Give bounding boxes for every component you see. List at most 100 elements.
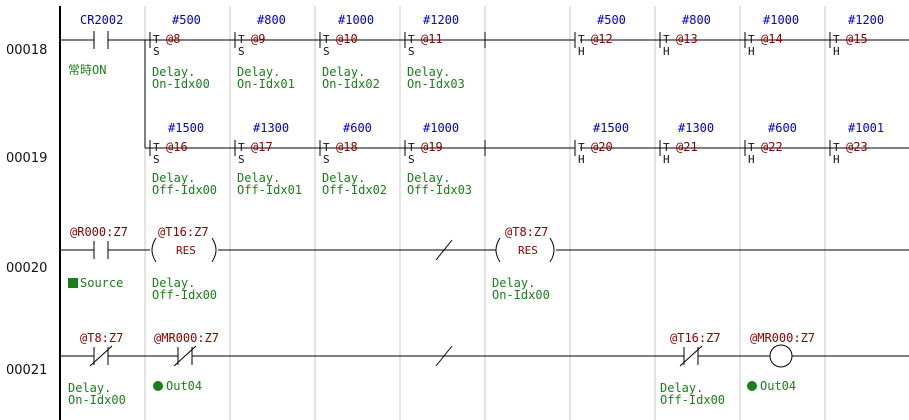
out-dot-icon [153,381,163,391]
timer-number[interactable]: @20 [591,140,613,154]
contact-device: @MR000:Z7 [154,331,219,345]
timer-preset: #1001 [848,121,884,135]
contact-label: Delay. [68,381,111,395]
timer-number[interactable]: @23 [846,140,868,154]
timer-label: Delay. [407,171,450,185]
timer-number[interactable]: @16 [166,140,188,154]
timer-mode: S [408,153,415,166]
timer-t: T [663,141,670,154]
timer-number[interactable]: @10 [336,32,358,46]
timer-t: T [578,33,585,46]
timer-t: T [833,141,840,154]
timer-t: T [748,33,755,46]
timer-number[interactable]: @22 [761,140,783,154]
res-instruction[interactable]: RES [176,244,196,257]
timer-t: T [323,33,330,46]
coil-device: @MR000:Z7 [750,331,815,345]
timer-mode: S [238,45,245,58]
timer-mode: H [578,153,585,166]
timer-t: T [238,33,245,46]
timer-preset: #800 [257,13,286,27]
timer-label: Delay. [407,65,450,79]
timer-mode: S [153,45,160,58]
contact-label: Source [80,276,123,290]
timer-label: Delay. [322,171,365,185]
res-device: @T16:Z7 [158,225,209,239]
timer-t: T [663,33,670,46]
timer-mode: H [578,45,585,58]
timer-label: Delay. [322,65,365,79]
timer-number[interactable]: @9 [251,32,265,46]
timer-t: T [153,141,160,154]
timer-preset: #1200 [423,13,459,27]
timer-number[interactable]: @13 [676,32,698,46]
contact-no[interactable] [93,31,109,49]
timer-label: On-Idx03 [407,77,465,91]
timer-preset: #800 [682,13,711,27]
timer-t: T [578,141,585,154]
step-number[interactable]: 00021 [6,363,47,378]
timer-preset: #500 [597,13,626,27]
contact-label: Delay. [660,381,703,395]
timer-number[interactable]: @12 [591,32,613,46]
res-label: Off-Idx00 [152,288,217,302]
res-label: Delay. [152,276,195,290]
timer-preset: #600 [343,121,372,135]
timer-t: T [408,33,415,46]
timer-mode: S [323,45,330,58]
contact-label: 常時ON [68,63,106,77]
timer-t: T [323,141,330,154]
timer-t: T [833,33,840,46]
contact-label: Out04 [166,379,202,393]
timer-mode: S [408,45,415,58]
contact-label: On-Idx00 [68,393,126,407]
timer-t: T [748,141,755,154]
contact-device: @R000:Z7 [70,225,128,239]
timer-number[interactable]: @19 [421,140,443,154]
timer-label: On-Idx02 [322,77,380,91]
res-label: Delay. [492,276,535,290]
timer-label: Off-Idx00 [152,183,217,197]
contact-device: @T8:Z7 [80,331,123,345]
timer-number[interactable]: @15 [846,32,868,46]
timer-mode: H [663,153,670,166]
timer-label: Off-Idx03 [407,183,472,197]
contact-label: Off-Idx00 [660,393,725,407]
rung-00020: @R000:Z7 Source @T16:Z7 RES Delay. Off-I… [60,225,909,302]
rung-break-icon [435,239,453,261]
timer-preset: #1500 [168,121,204,135]
timer-label: Off-Idx02 [322,183,387,197]
timer-t: T [408,141,415,154]
timer-mode: H [748,45,755,58]
timer-mode: H [663,45,670,58]
timer-number[interactable]: @8 [166,32,180,46]
timer-number[interactable]: @14 [761,32,783,46]
timer-t: T [153,33,160,46]
res-label: On-Idx00 [492,288,550,302]
timer-number[interactable]: @18 [336,140,358,154]
timer-preset: #1500 [593,121,629,135]
res-device: @T8:Z7 [505,225,548,239]
output-coil[interactable] [769,344,793,368]
timer-mode: S [323,153,330,166]
rung-00021: @T8:Z7 Delay. On-Idx00 @MR000:Z7 Out04 @… [60,331,909,407]
coil-label: Out04 [760,379,796,393]
timer-preset: #1300 [253,121,289,135]
timer-number[interactable]: @11 [421,32,443,46]
timer-number[interactable]: @17 [251,140,273,154]
step-number[interactable]: 00020 [6,261,47,276]
res-instruction[interactable]: RES [518,244,538,257]
timer-t: T [238,141,245,154]
step-number[interactable]: 00018 [6,43,47,58]
step-number[interactable]: 00019 [6,151,47,166]
timer-label: On-Idx01 [237,77,295,91]
contact-no[interactable] [93,241,109,259]
timer-label: Delay. [152,171,195,185]
timer-preset: #1000 [338,13,374,27]
timer-preset: #1000 [763,13,799,27]
timer-mode: S [153,153,160,166]
rung-00018: CR2002 常時ON #500 T @8 S Delay. On-Idx00 … [60,13,909,148]
timer-number[interactable]: @21 [676,140,698,154]
timer-preset: #1000 [423,121,459,135]
